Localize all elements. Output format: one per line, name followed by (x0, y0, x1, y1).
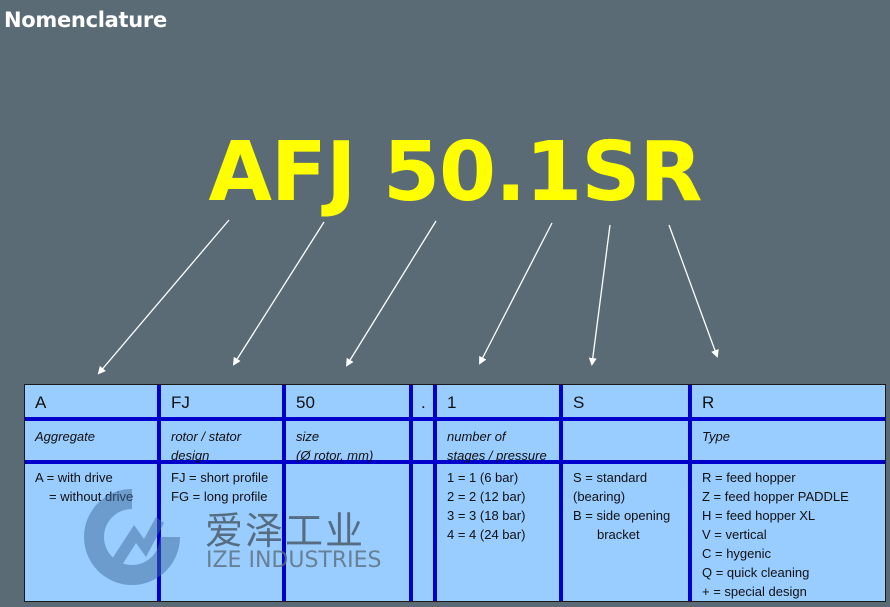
option-item: (bearing) (573, 489, 626, 504)
label-type: Type (702, 429, 730, 444)
option-item: C = hygenic (702, 546, 772, 561)
code-size: 50 (296, 393, 315, 412)
arrow-1 (479, 222, 553, 365)
grid-col-line (688, 385, 692, 601)
option-item: R = feed hopper (702, 470, 796, 485)
arrow-r (668, 224, 719, 358)
grid-col-line (409, 385, 413, 601)
code-stages: 1 (447, 393, 457, 412)
options-rotor-stator: FJ = short profile FG = long profile (161, 464, 282, 506)
code-bearing: S (573, 393, 585, 412)
option-item: 2 = 2 (12 bar) (447, 489, 526, 504)
option-item: B = side opening (573, 508, 671, 523)
option-item: S = standard (573, 470, 648, 485)
option-item: + = special design (702, 584, 807, 599)
options-stages: 1 = 1 (6 bar) 2 = 2 (12 bar) 3 = 3 (18 b… (437, 464, 559, 544)
option-item: 4 = 4 (24 bar) (447, 527, 526, 542)
grid-col-line (559, 385, 563, 601)
arrow-fj (232, 221, 325, 366)
code-rotor-stator: FJ (171, 393, 190, 412)
watermark-chinese: 爱泽工业 (205, 509, 366, 553)
label-aggregate: Aggregate (35, 429, 95, 444)
nomenclature-table: A FJ 50 . 1 S R Aggregate rotor / stator… (24, 384, 886, 602)
option-item: 3 = 3 (18 bar) (447, 508, 526, 523)
options-bearing: S = standard (bearing) B = side opening … (563, 464, 688, 544)
option-item: bracket (597, 527, 640, 542)
option-item: 1 = 1 (6 bar) (447, 470, 519, 485)
grid-col-line (433, 385, 437, 601)
option-item: FJ = short profile (171, 470, 269, 485)
option-item: H = feed hopper XL (702, 508, 816, 523)
watermark-english: IZE INDUSTRIES (206, 548, 382, 573)
grid-row-line (25, 417, 885, 421)
option-item: FG = long profile (171, 489, 268, 504)
code-aggregate: A (35, 393, 47, 412)
model-code: AFJ 50.1SR (208, 125, 702, 220)
code-separator: . (421, 393, 426, 412)
label-stages: number of stages / pressure (447, 429, 547, 463)
option-item: A = with drive (35, 470, 113, 485)
arrow-50 (345, 220, 437, 367)
code-type: R (702, 393, 715, 412)
grid-col-line (157, 385, 161, 601)
grid-row-line (25, 460, 885, 464)
option-item: Z = feed hopper PADDLE (702, 489, 849, 504)
option-item: Q = quick cleaning (702, 565, 810, 580)
watermark-logo-icon (84, 489, 180, 585)
label-size: size (Ø rotor, mm) (296, 429, 374, 463)
label-rotor-stator: rotor / stator design (171, 429, 242, 463)
arrow-a (97, 219, 230, 375)
option-item: V = vertical (702, 527, 767, 542)
page-title: Nomenclature (4, 8, 167, 32)
options-type: R = feed hopper Z = feed hopper PADDLE H… (692, 464, 885, 601)
grid-col-line (282, 385, 286, 601)
arrow-s (588, 224, 611, 366)
